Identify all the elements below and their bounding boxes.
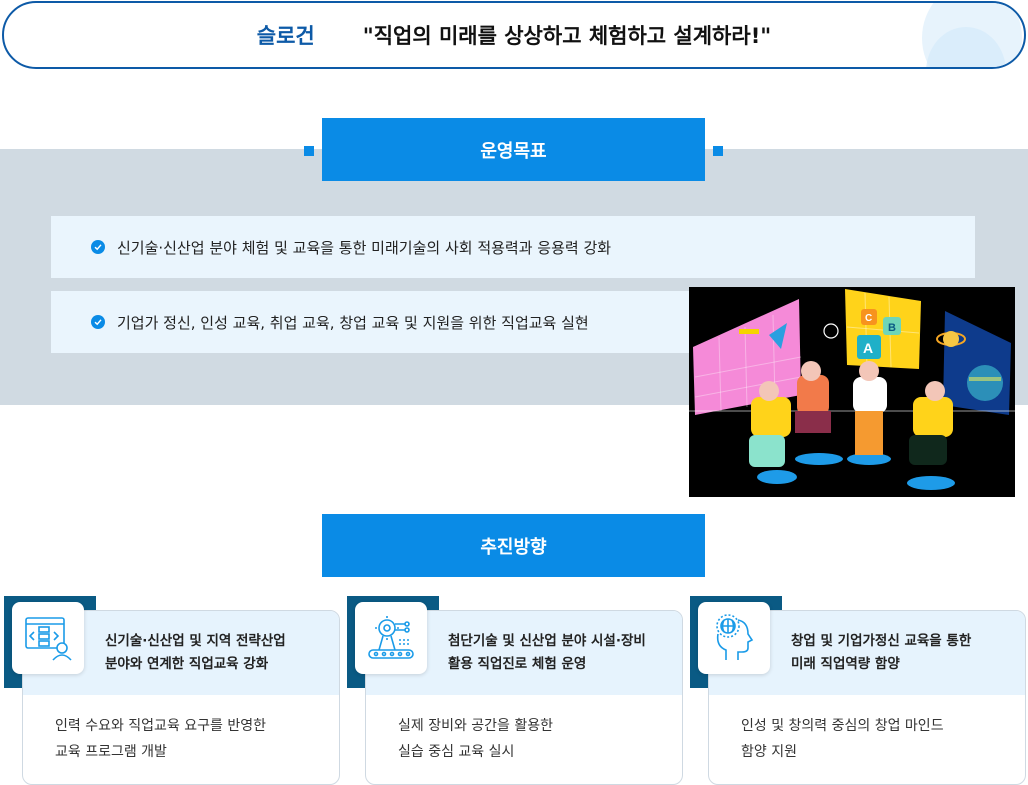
decorative-square: [713, 146, 723, 156]
card-title: 신기술·신산업 및 지역 전략산업 분야와 연계한 직업교육 강화: [105, 633, 286, 672]
card-title: 첨단기술 및 신산업 분야 시설·장비 활용 직업진로 체험 운영: [448, 633, 646, 672]
goal-text: 신기술·신산업 분야 체험 및 교육을 통한 미래기술의 사회 적용력과 응용력…: [117, 238, 612, 257]
head-globe-icon: [698, 602, 770, 674]
gear-robot-conveyor-icon: [355, 602, 427, 674]
slogan-text: "직업의 미래를 상상하고 체험하고 설계하라!": [362, 24, 772, 48]
check-circle-icon: [91, 315, 105, 329]
goals-section-title: 운영목표: [322, 118, 705, 181]
decorative-square: [304, 146, 314, 156]
vr-students-learning-illustration: C B A: [689, 287, 1015, 497]
card-title: 창업 및 기업가정신 교육을 통한 미래 직업역량 함양: [791, 633, 972, 672]
card-description: 인력 수요와 직업교육 요구를 반영한 교육 프로그램 개발: [55, 718, 266, 760]
svg-text:A: A: [863, 340, 873, 356]
programming-person-icon: [12, 602, 84, 674]
goal-item: 신기술·신산업 분야 체험 및 교육을 통한 미래기술의 사회 적용력과 응용력…: [51, 216, 975, 278]
direction-card: 첨단기술 및 신산업 분야 시설·장비 활용 직업진로 체험 운영 실제 장비와…: [347, 596, 683, 785]
svg-text:B: B: [888, 322, 896, 334]
direction-card: 신기술·신산업 및 지역 전략산업 분야와 연계한 직업교육 강화 인력 수요와…: [4, 596, 340, 785]
card-description: 인성 및 창의력 중심의 창업 마인드 함양 지원: [741, 718, 944, 760]
slogan-banner: 슬로건 "직업의 미래를 상상하고 체험하고 설계하라!": [2, 1, 1026, 69]
directions-section-title: 추진방향: [322, 514, 705, 577]
card-description: 실제 장비와 공간을 활용한 실습 중심 교육 실시: [398, 718, 554, 760]
check-circle-icon: [91, 240, 105, 254]
svg-text:C: C: [865, 313, 872, 324]
goal-text: 기업가 정신, 인성 교육, 취업 교육, 창업 교육 및 지원을 위한 직업교…: [117, 313, 589, 332]
direction-card: 창업 및 기업가정신 교육을 통한 미래 직업역량 함양 인성 및 창의력 중심…: [690, 596, 1026, 785]
slogan-label: 슬로건: [256, 24, 315, 48]
